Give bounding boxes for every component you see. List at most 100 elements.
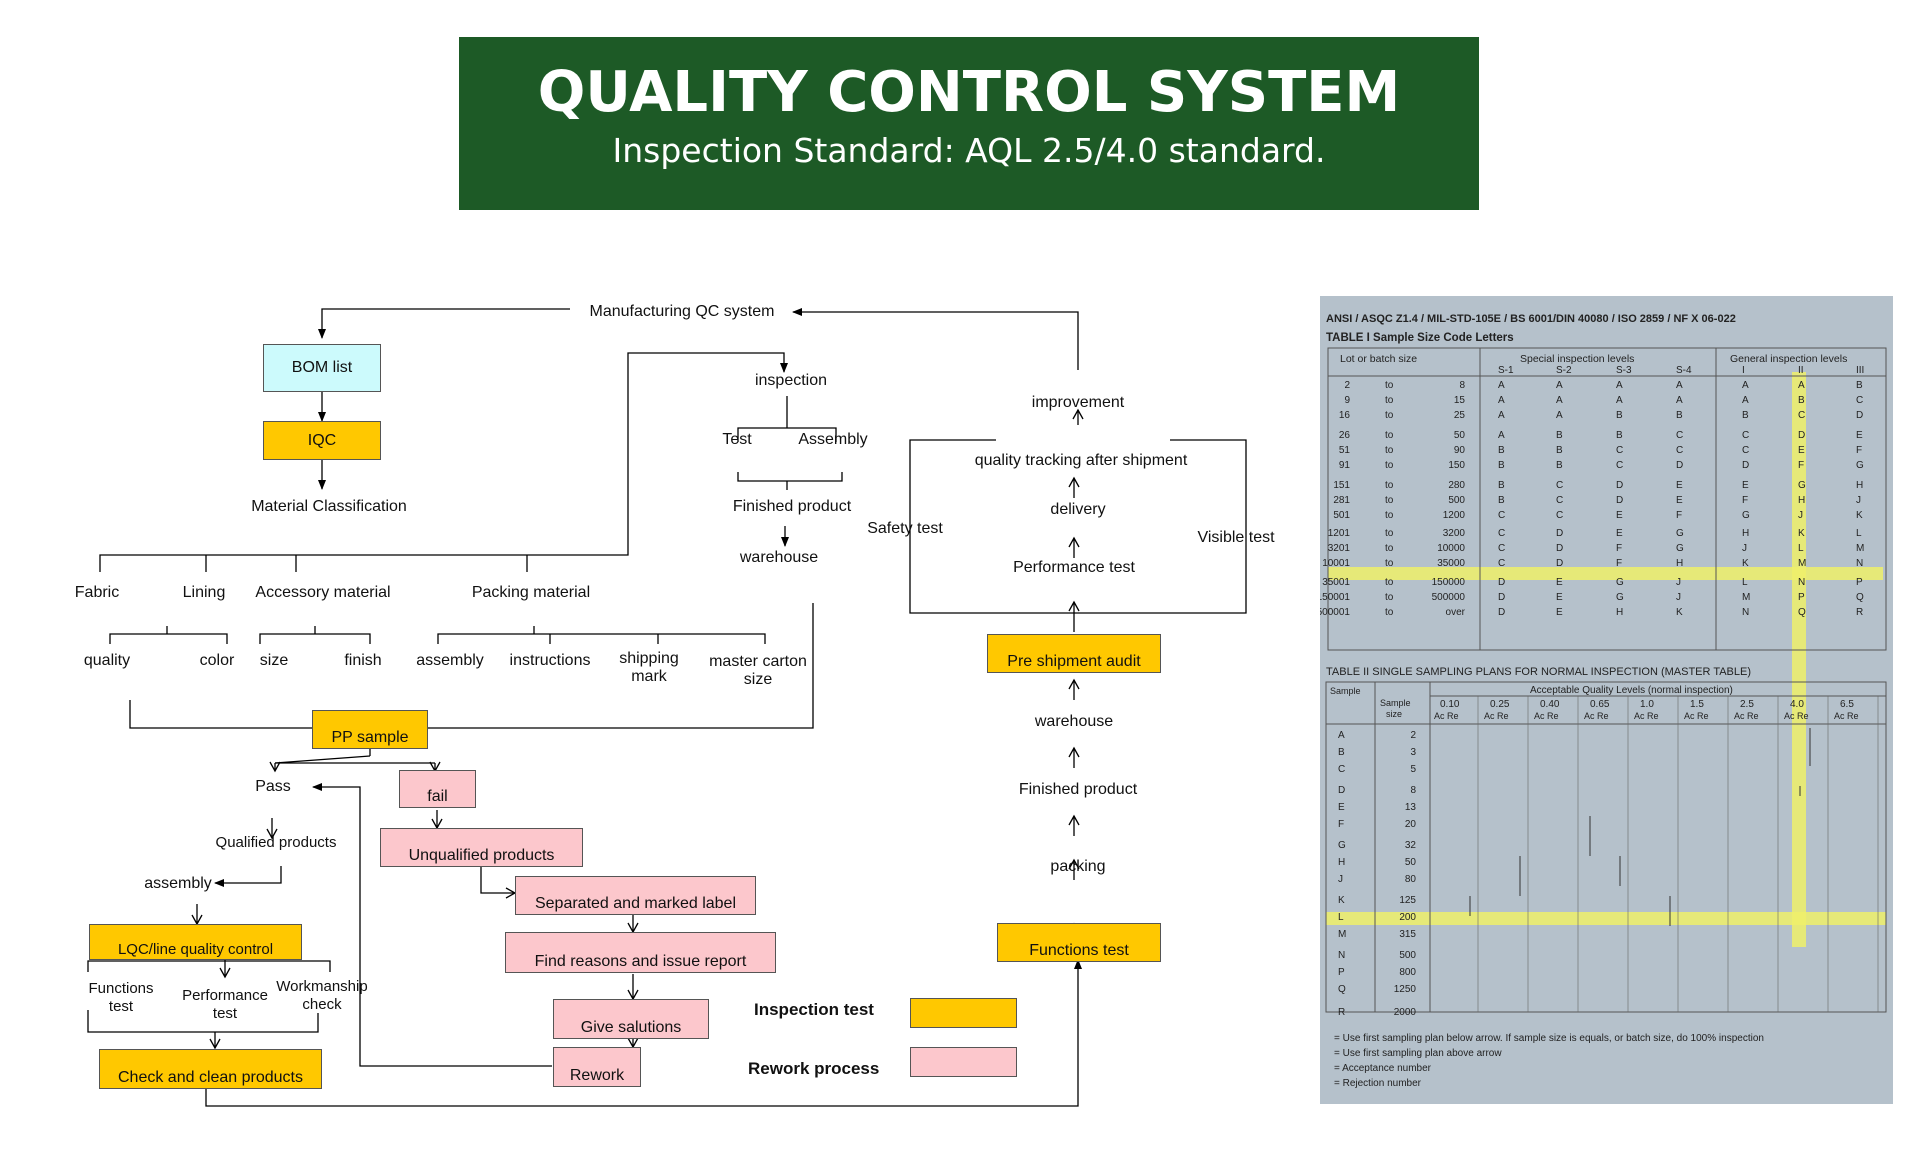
lot-to: 500 xyxy=(1448,495,1465,506)
code-letter: B xyxy=(1556,430,1563,441)
sample-size: 3 xyxy=(1410,747,1416,758)
level-col-II: II xyxy=(1798,365,1804,376)
give-solutions-box: Give salutions xyxy=(553,999,709,1039)
code-header: Sample xyxy=(1330,686,1361,696)
ac-re-label: Ac Re xyxy=(1584,711,1609,721)
code-letter: D xyxy=(1856,410,1863,421)
lot-from: 16 xyxy=(1339,410,1351,421)
code-letter: H xyxy=(1798,495,1805,506)
inspection-label: inspection xyxy=(755,372,827,390)
code-letter: L xyxy=(1856,528,1862,539)
code-letter: H xyxy=(1856,480,1863,491)
code-letter: R xyxy=(1856,607,1863,618)
fail-box: fail xyxy=(399,770,476,808)
lot-to: 90 xyxy=(1454,445,1466,456)
shipping-mark-label: shipping mark xyxy=(609,650,689,686)
code-letter-row: A xyxy=(1338,730,1345,741)
manufacturing-qc-label: Manufacturing QC system xyxy=(590,303,775,321)
code-letter: J xyxy=(1742,543,1747,554)
code-letter: E xyxy=(1616,528,1623,539)
code-letter: K xyxy=(1742,558,1749,569)
code-letter-row: P xyxy=(1338,967,1345,978)
instructions-label: instructions xyxy=(510,652,591,670)
code-letter-row: B xyxy=(1338,747,1345,758)
lot-to-word: to xyxy=(1385,480,1394,491)
code-letter: E xyxy=(1556,592,1563,603)
code-letter: D xyxy=(1798,430,1805,441)
color-label: color xyxy=(200,652,235,670)
code-letter-row: C xyxy=(1338,764,1345,775)
lot-to-word: to xyxy=(1385,558,1394,569)
aql-table-drawing: ANSI / ASQC Z1.4 / MIL-STD-105E / BS 600… xyxy=(1320,296,1893,1104)
code-letter: A xyxy=(1676,380,1683,391)
legend-rework-swatch xyxy=(910,1047,1017,1077)
code-letter: A xyxy=(1498,395,1505,406)
code-letter: C xyxy=(1498,528,1505,539)
code-letter: E xyxy=(1616,510,1623,521)
lot-to: 10000 xyxy=(1437,543,1465,554)
aql-col: 0.10 xyxy=(1440,699,1460,710)
code-letter: Q xyxy=(1856,592,1864,603)
lot-to: 50 xyxy=(1454,430,1466,441)
sample-size: 500 xyxy=(1399,950,1416,961)
code-letter: C xyxy=(1556,480,1563,491)
aql-col: 4.0 xyxy=(1790,699,1804,710)
flowchart-connectors xyxy=(0,0,1320,1157)
finished-product-right-label: Finished product xyxy=(1019,781,1137,799)
qc-flowchart: Manufacturing QC system BOM list IQC Mat… xyxy=(0,0,1320,1157)
code-letter: E xyxy=(1856,430,1863,441)
code-letter: F xyxy=(1798,460,1804,471)
code-letter: M xyxy=(1856,543,1864,554)
ac-re-label: Ac Re xyxy=(1534,711,1559,721)
photo-header-text: ANSI / ASQC Z1.4 / MIL-STD-105E / BS 600… xyxy=(1326,313,1736,325)
code-letter: B xyxy=(1498,495,1505,506)
code-letter: L xyxy=(1742,577,1748,588)
code-letter: E xyxy=(1676,495,1683,506)
code-letter: P xyxy=(1798,592,1805,603)
find-reasons-box: Find reasons and issue report xyxy=(505,932,776,973)
lqc-box: LQC/line quality control xyxy=(89,924,302,960)
code-letter: H xyxy=(1742,528,1749,539)
workmanship-check-label: Workmanship check xyxy=(267,978,377,1014)
lot-from: 35001 xyxy=(1322,577,1350,588)
qualified-products-label: Qualified products xyxy=(216,834,337,852)
lot-from: 3201 xyxy=(1328,543,1351,554)
assembly-label: assembly xyxy=(416,652,484,670)
code-letter: A xyxy=(1556,380,1563,391)
lot-from: 500001 xyxy=(1320,607,1350,618)
code-letter: C xyxy=(1742,430,1749,441)
aql-col: 0.40 xyxy=(1540,699,1560,710)
code-letter: D xyxy=(1616,495,1623,506)
code-letter: G xyxy=(1616,577,1624,588)
lot-from: 26 xyxy=(1339,430,1351,441)
code-letter: F xyxy=(1616,558,1622,569)
code-letter-row: D xyxy=(1338,785,1345,796)
performance-test-label: Performance test xyxy=(175,987,275,1023)
lot-to: over xyxy=(1446,607,1466,618)
code-letter-row: L xyxy=(1338,912,1344,923)
code-letter: D xyxy=(1498,577,1505,588)
level-col-S-2: S-2 xyxy=(1556,365,1572,376)
code-letter: K xyxy=(1676,607,1683,618)
sample-size: 8 xyxy=(1410,785,1416,796)
lot-to-word: to xyxy=(1385,430,1394,441)
table-note: = Use first sampling plan below arrow. I… xyxy=(1334,1033,1764,1044)
code-letter-row: G xyxy=(1338,840,1346,851)
code-letter-row: H xyxy=(1338,857,1345,868)
lot-from: 501 xyxy=(1333,510,1350,521)
code-letter: G xyxy=(1676,528,1684,539)
lot-from: 2 xyxy=(1344,380,1350,391)
lining-label: Lining xyxy=(183,584,226,602)
code-letter: M xyxy=(1742,592,1750,603)
separated-marked-box: Separated and marked label xyxy=(515,876,756,915)
special-levels-header: Special inspection levels xyxy=(1520,353,1634,365)
aql-col: 2.5 xyxy=(1740,699,1754,710)
lot-to: 25 xyxy=(1454,410,1466,421)
code-letter: A xyxy=(1616,395,1623,406)
code-letter: C xyxy=(1616,460,1623,471)
aql-col: 1.5 xyxy=(1690,699,1704,710)
code-letter: A xyxy=(1798,380,1805,391)
finish-label: finish xyxy=(344,652,381,670)
lot-to: 1200 xyxy=(1443,510,1466,521)
code-letter: E xyxy=(1742,480,1749,491)
